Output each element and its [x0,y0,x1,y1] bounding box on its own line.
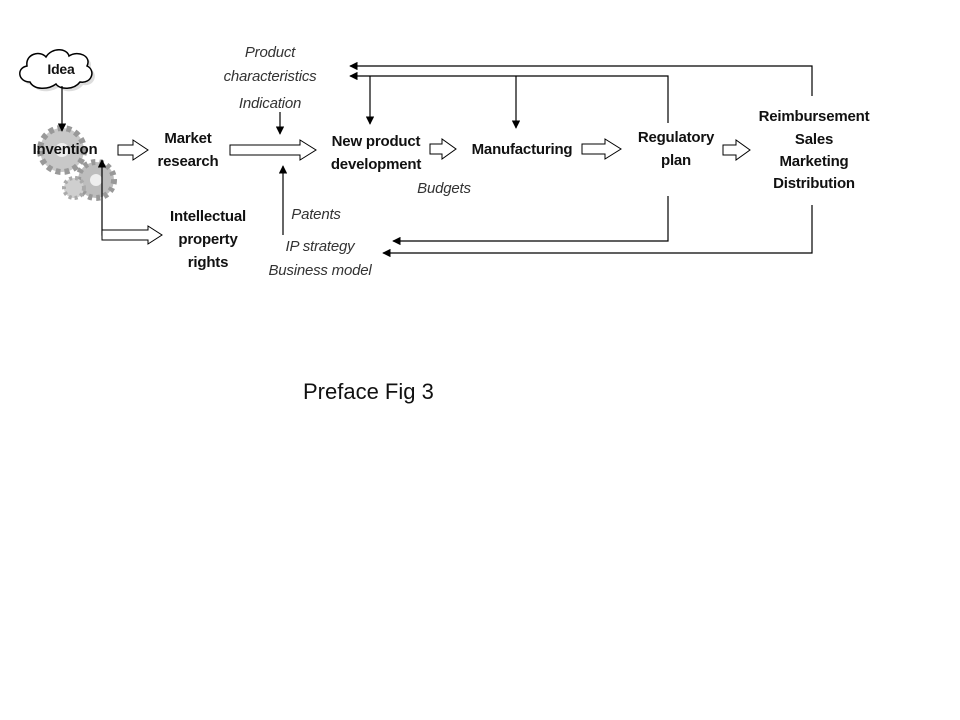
gears-icon [37,125,117,201]
annotation-business-model: Business model [268,262,372,279]
node-idea: Idea [47,61,75,77]
new-product-line-2: development [330,156,422,173]
figure-caption: Preface Fig 3 [303,379,434,404]
feedback-commercial-bottom [382,205,813,258]
feedback-commercial-top [349,61,813,96]
commercial-line-4: Distribution [773,175,855,192]
feedback-regulatory-bottom [392,196,669,246]
node-invention: Invention [32,141,98,158]
feedback-regulatory-top [349,71,669,123]
market-research-line-2: research [157,153,219,170]
market-research-line-1: Market [164,130,212,147]
node-manufacturing: Manufacturing [471,141,573,158]
annotation-ip-strategy: IP strategy [285,238,355,255]
cloud-icon [19,49,95,92]
regulatory-line-2: plan [660,152,692,169]
regulatory-line-1: Regulatory [637,129,715,146]
ip-rights-line-3: rights [187,254,229,271]
block-arrow-regulatory-commercial [722,139,751,161]
product-line-2: characteristics [223,68,317,85]
annotation-indication: Indication [238,95,302,112]
block-arrow-manufacturing-regulatory [581,138,622,160]
commercial-line-1: Reimbursement [758,108,870,125]
commercial-line-3: Marketing [779,153,849,170]
block-arrow-market-newproduct [229,139,317,161]
block-arrow-invention-market [117,139,149,161]
block-arrow-newproduct-manufacturing [429,138,457,160]
block-arrows [101,138,751,245]
new-product-line-1: New product [331,133,421,150]
annotation-budgets: Budgets [417,180,471,197]
annotation-patents: Patents [291,206,341,223]
ip-rights-line-1: Intellectual [170,208,246,225]
block-arrow-invention-ip [101,225,163,245]
ip-rights-line-2: property [178,231,238,248]
product-line-1: Product [244,44,296,61]
commercial-line-2: Sales [794,131,834,148]
